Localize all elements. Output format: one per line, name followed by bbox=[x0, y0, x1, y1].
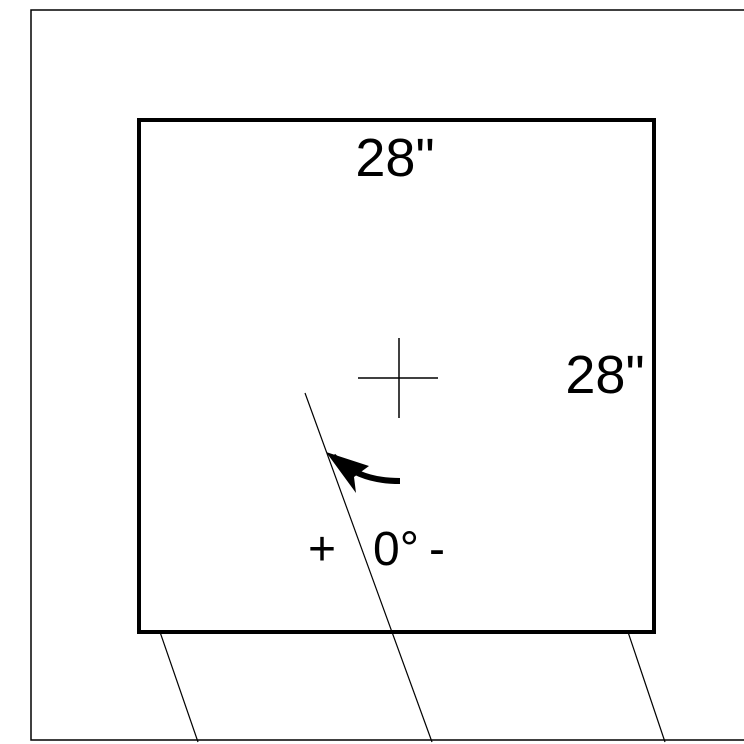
outer-frame bbox=[30, 9, 744, 741]
angle-value: 0° bbox=[373, 523, 419, 576]
width-dimension-label: 28" bbox=[355, 128, 434, 188]
angle-indicator-line[interactable] bbox=[304, 392, 433, 743]
curved-arrow-icon[interactable] bbox=[326, 452, 401, 493]
square-panel[interactable] bbox=[137, 118, 656, 634]
angle-minus-button[interactable]: - bbox=[429, 523, 445, 576]
angle-plus-button[interactable]: + bbox=[308, 523, 336, 576]
height-dimension-label: 28" bbox=[565, 345, 644, 405]
crosshair-icon bbox=[358, 338, 438, 418]
hatch-line-right bbox=[627, 631, 666, 743]
hatch-line-left bbox=[159, 631, 199, 743]
